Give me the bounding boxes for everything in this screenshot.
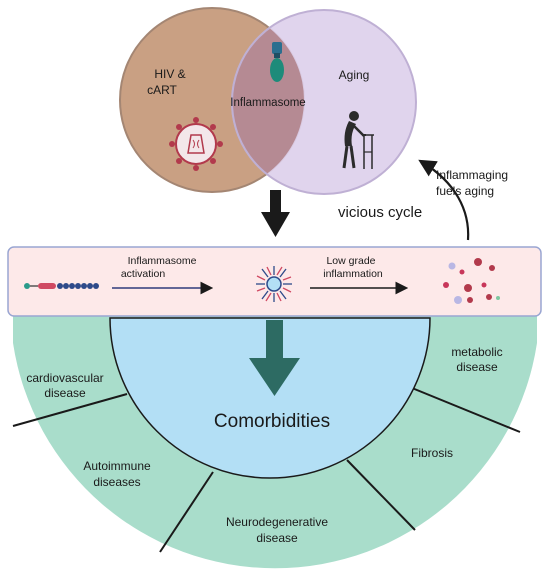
autoimmune-label-line1: Autoimmune: [83, 459, 151, 473]
hiv-virus-icon: [169, 117, 223, 171]
ring-divider-1: [12, 393, 128, 427]
metabolic-label-line1: metabolic: [451, 345, 502, 359]
hiv-cart-label-line2: cART: [147, 83, 177, 97]
cytokines-icon: [443, 258, 500, 304]
inflammation-label-line2: inflammation: [323, 268, 383, 280]
ring-divider-4: [411, 387, 521, 433]
comorbidities-label: Comorbidities: [214, 411, 330, 432]
inflammaging-note-line2: fuels aging: [436, 184, 494, 198]
vicious-cycle-arrow: [418, 159, 470, 241]
pathway-band: Inflammasome activation Low grade inflam…: [7, 246, 542, 317]
fibrosis-label: Fibrosis: [411, 446, 453, 460]
activation-label-line1: Inflammasome: [128, 255, 197, 267]
inflammasome-complex-icon: [270, 42, 284, 82]
ring-divider-3: [346, 459, 416, 531]
inflammaging-note-line1: Inflammaging: [436, 168, 508, 182]
vicious-cycle-label: vicious cycle: [338, 204, 422, 221]
ring-divider-2: [159, 471, 214, 553]
activation-label-line2: activation: [121, 268, 166, 280]
down-arrow-center: [249, 320, 300, 396]
autoimmune-label-line2: diseases: [93, 475, 140, 489]
hiv-cart-label-line1: HIV &: [154, 67, 185, 81]
nlrp-protein-icon: [24, 283, 99, 289]
comorbidities-panel: Comorbidities cardiovascular disease Aut…: [12, 316, 537, 569]
assembled-inflammasome-icon: [256, 266, 292, 302]
inflammasome-label: Inflammasome: [230, 97, 305, 109]
cardiovascular-label-line1: cardiovascular: [26, 371, 103, 385]
down-arrow-top: [261, 190, 290, 237]
elderly-person-icon: [342, 111, 374, 169]
neurodegenerative-label-line2: disease: [256, 531, 298, 545]
inflammation-label-line1: Low grade: [326, 255, 375, 267]
neurodegenerative-label-line1: Neurodegenerative: [226, 515, 328, 529]
comorbidities-center: [109, 317, 431, 479]
cardiovascular-label-line2: disease: [44, 386, 86, 400]
venn-diagram: HIV & cART Inflammasome Aging: [119, 7, 417, 195]
aging-label: Aging: [339, 68, 370, 82]
metabolic-label-line2: disease: [456, 360, 498, 374]
